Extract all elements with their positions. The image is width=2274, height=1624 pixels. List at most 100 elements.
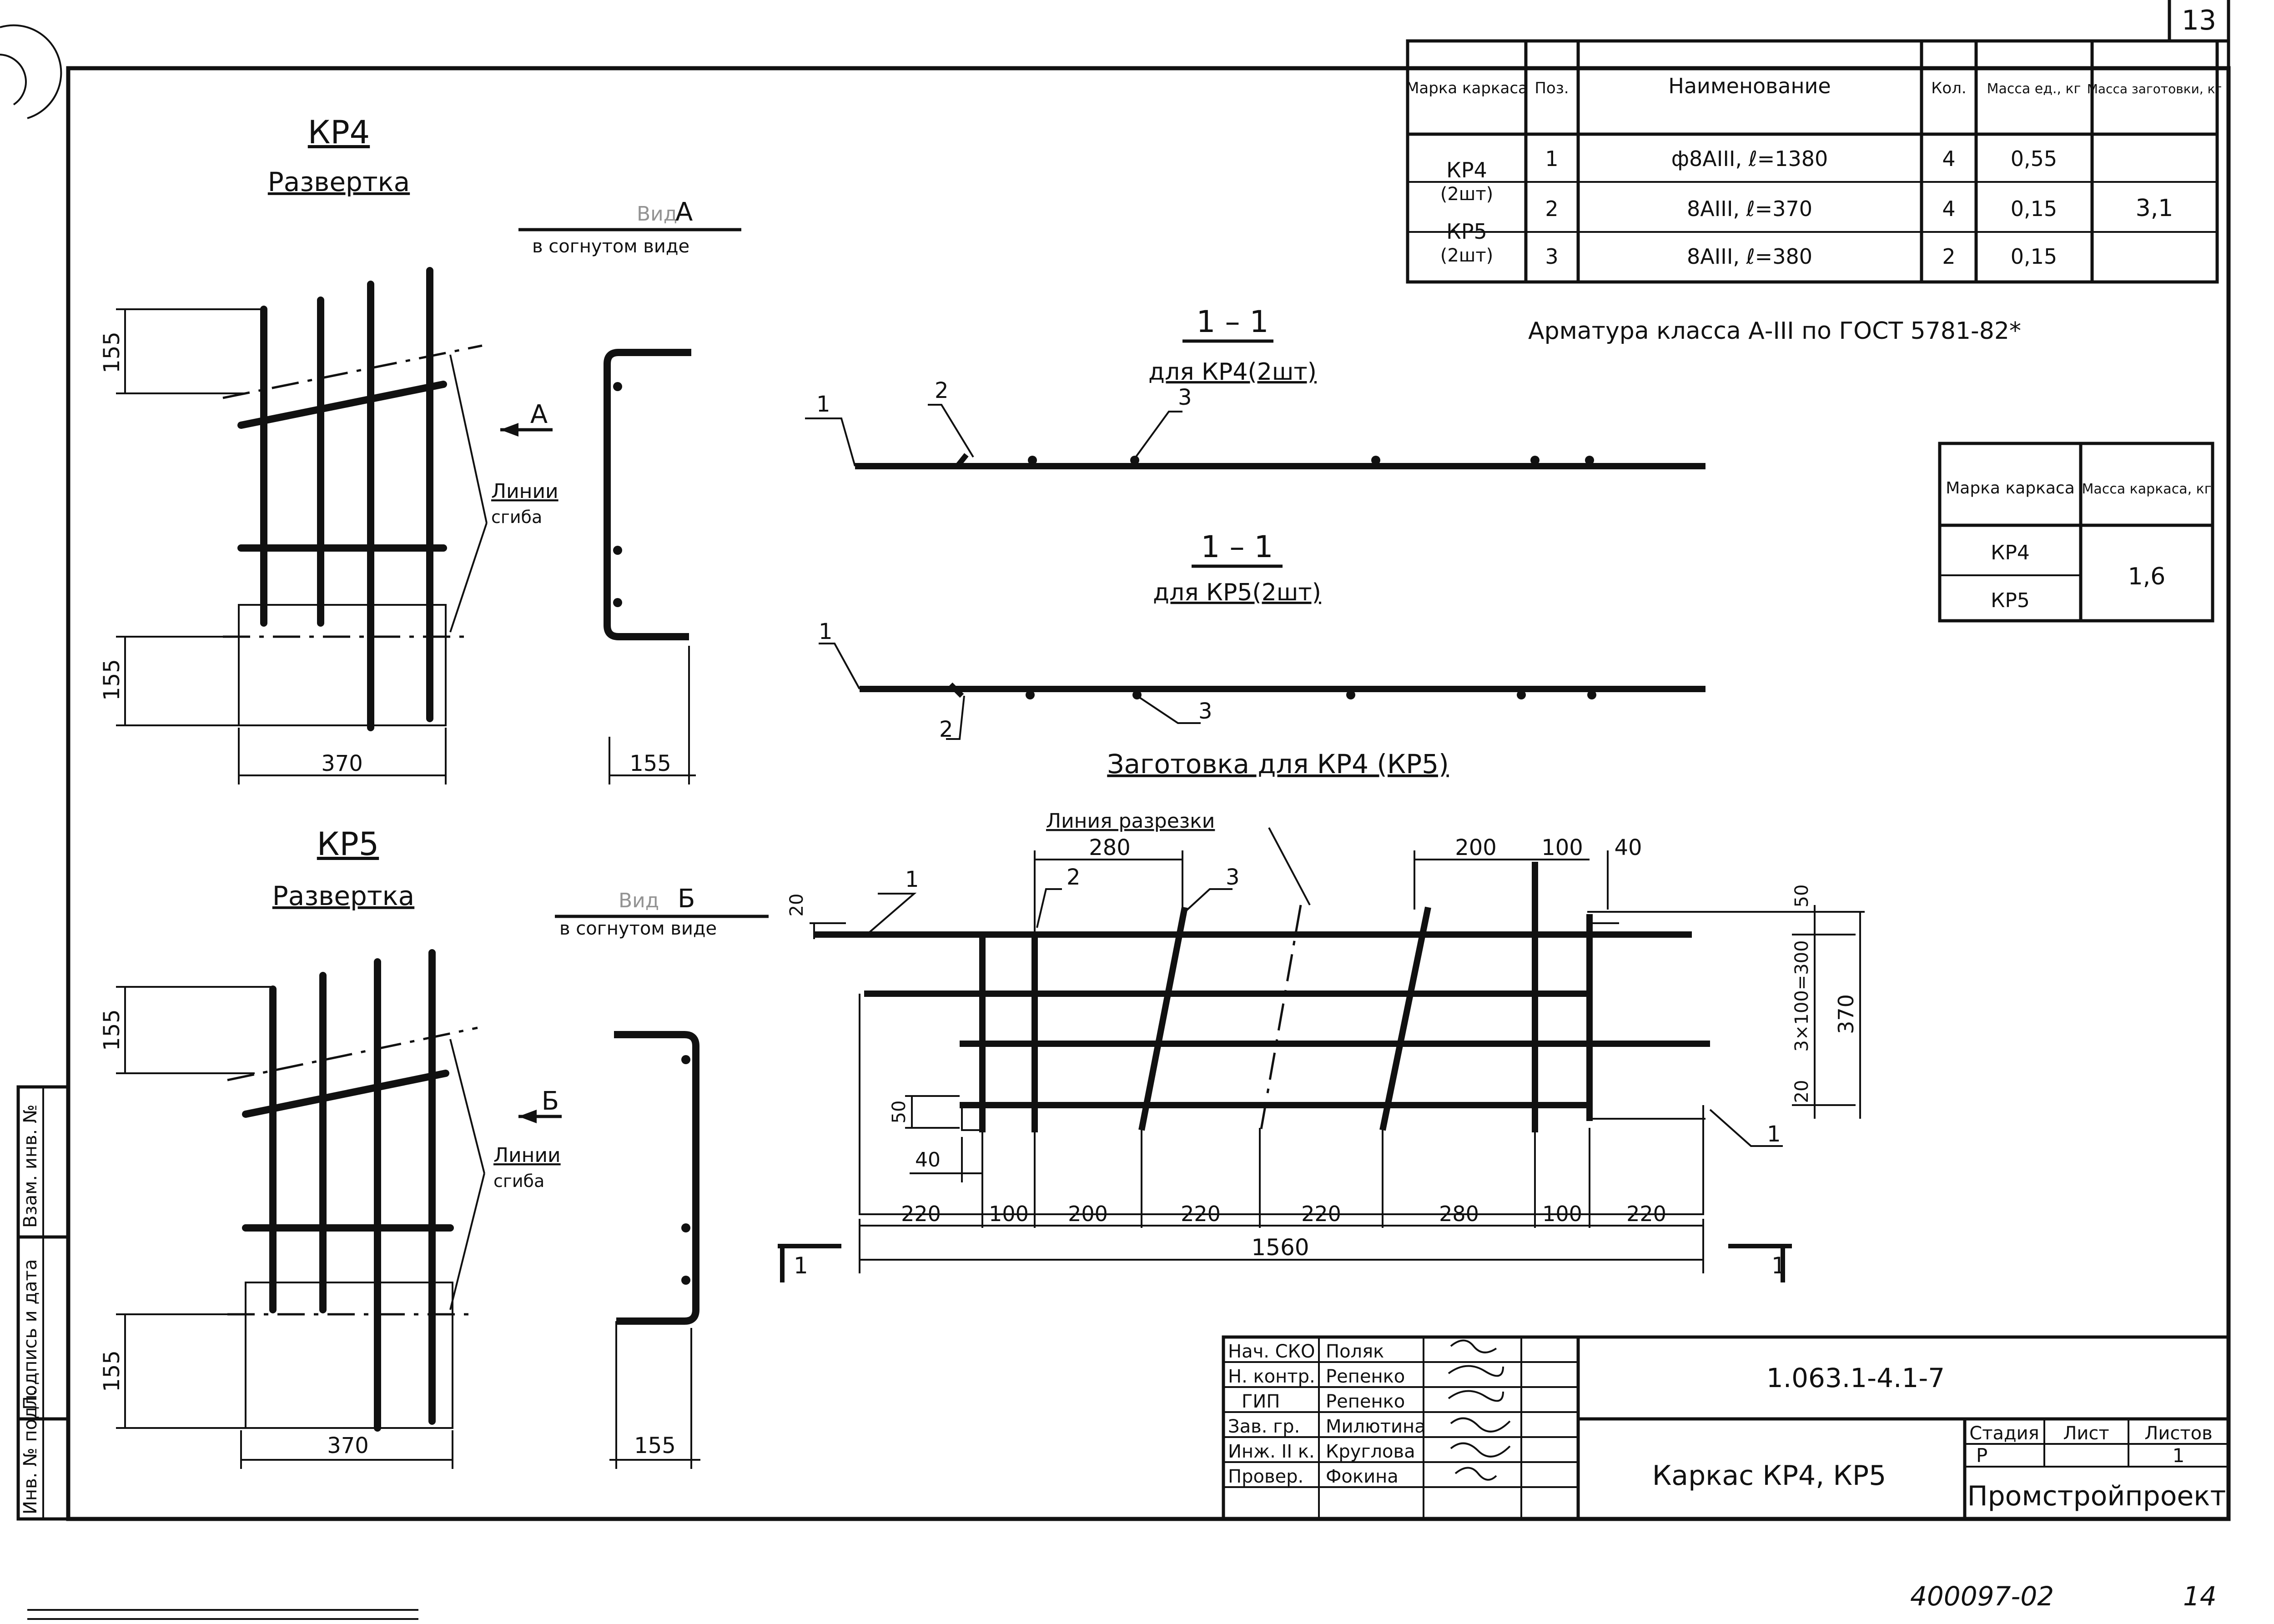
spec-header-pos: Поз. [1534, 79, 1569, 97]
blank-cut-line: Линия разрезки [1046, 809, 1215, 833]
sheet-frame [27, 0, 2231, 1620]
blank-dimensions [778, 850, 1865, 1282]
blank-section-mark-right: 1 [1771, 1252, 1786, 1279]
section-kr5-pos1: 1 [819, 619, 833, 644]
tb-role-1: Нач. СКО [1228, 1341, 1315, 1362]
tb-stage: Р [1976, 1444, 1987, 1467]
tb-doc-code: 1.063.1-4.1-7 [1766, 1363, 1945, 1393]
spec-row1-pos: 1 [1545, 146, 1558, 171]
section-kr4-pos3: 3 [1178, 385, 1192, 410]
tb-sheets-label: Листов [2144, 1423, 2212, 1444]
section-kr5-title: 1 – 1 [1201, 529, 1273, 564]
section-kr4-drawing [805, 404, 1706, 469]
kr5-bend-label-1: Линии [493, 1144, 561, 1167]
section-kr4-pos1: 1 [816, 392, 830, 417]
mass-header-mark: Марка каркаса [1946, 479, 2075, 498]
blank-dim-bottom-4: 220 [1181, 1202, 1221, 1226]
spec-row1-name: ф8АIII, ℓ=1380 [1671, 146, 1828, 171]
kr5-razvertka: Развертка [272, 880, 414, 911]
tb-role-5: Инж. II к. [1228, 1441, 1315, 1462]
tb-name-5: Круглова [1326, 1441, 1415, 1462]
kr4-view-arrow-head [500, 423, 518, 437]
kr5-arrow-letter: Б [542, 1086, 559, 1116]
kr4-dimensions [116, 308, 447, 784]
blank-dim-200-top: 200 [1455, 835, 1497, 860]
blank-pos3: 3 [1226, 865, 1240, 890]
kr4-dim-top: 155 [99, 332, 125, 373]
blank-dim-40-top: 40 [1614, 835, 1642, 860]
tb-name-4: Милютина [1326, 1416, 1426, 1437]
section-kr5-pos2: 2 [939, 717, 953, 742]
kr4-view-sub: в согнутом виде [532, 236, 689, 257]
spec-header-mark: Марка каркаса [1406, 79, 1528, 97]
side-stamp-sign: Подпись и дата [20, 1259, 41, 1410]
blank-dim-370: 370 [1834, 994, 1858, 1034]
tb-sheets: 1 [2173, 1444, 2185, 1467]
tb-org: Промстройпроект [1967, 1480, 2226, 1512]
blank-dim-20-right: 20 [1791, 1080, 1812, 1103]
blank-dim-bottom-8: 220 [1626, 1202, 1666, 1226]
kr5-view-sub: в согнутом виде [559, 918, 717, 939]
blank-pos2: 2 [1067, 865, 1081, 890]
blank-section-mark-left: 1 [794, 1252, 808, 1279]
side-stamp [16, 1085, 70, 1521]
tb-name-2: Репенко [1326, 1366, 1405, 1387]
tb-name-3: Репенко [1326, 1391, 1405, 1412]
spec-header-name: Наименование [1668, 74, 1831, 98]
blank-pos1-bottom: 1 [1767, 1121, 1781, 1147]
section-kr5-subtitle: для КР5(2шт) [1153, 579, 1321, 606]
mass-table [1938, 442, 2214, 623]
kr5-bend-label-2: сгиба [493, 1171, 544, 1191]
blank-dim-280-top: 280 [1089, 835, 1131, 860]
kr5-dim-top: 155 [99, 1009, 125, 1051]
spec-mark-3: КР5 [1446, 219, 1487, 244]
blank-dim-bottom-6: 280 [1439, 1202, 1479, 1226]
tb-role-3: ГИП [1242, 1391, 1280, 1412]
spec-row3-pos: 3 [1545, 244, 1558, 269]
blank-outline [859, 914, 1706, 1215]
kr5-view-prefix: Вид [619, 889, 659, 912]
blank-dim-20-top: 20 [786, 894, 807, 917]
kr4-unfolded-bars [222, 267, 488, 731]
spec-row2-name: 8АIII, ℓ=370 [1687, 196, 1812, 221]
blank-title: Заготовка для КР4 (КР5) [1107, 749, 1449, 779]
blank-dim-total: 1560 [1251, 1234, 1309, 1261]
spec-blank-mass: 3,1 [2136, 195, 2173, 222]
blank-dim-100-top: 100 [1541, 835, 1583, 860]
blank-dim-bottom-5: 220 [1301, 1202, 1341, 1226]
corner-stamp [0, 24, 62, 119]
kr5-dim-bottom: 155 [99, 1350, 125, 1392]
kr5-dim-profile: 155 [634, 1433, 676, 1458]
kr5-view-arrow-head [518, 1110, 537, 1123]
kr4-bend-label-1: Линии [491, 480, 558, 503]
blank-pos1: 1 [905, 867, 919, 892]
kr4-dim-width: 370 [321, 751, 363, 776]
section-kr5-drawing [819, 643, 1706, 740]
kr5-bent-profile [609, 1031, 700, 1469]
spec-row1-mass: 0,55 [2011, 146, 2057, 171]
section-kr5-pos3: 3 [1198, 699, 1212, 724]
spec-row2-pos: 2 [1545, 196, 1558, 221]
footer-page-number: 14 [2183, 1581, 2217, 1612]
spec-mark-4: (2шт) [1440, 245, 1494, 266]
tb-sheet-label: Лист [2063, 1423, 2109, 1444]
tb-role-4: Зав. гр. [1228, 1416, 1300, 1437]
kr4-bend-label-2: сгиба [491, 507, 542, 527]
kr4-bent-profile [604, 349, 696, 784]
spec-header-blank-mass: Масса заготовки, кг [2087, 81, 2222, 96]
kr4-razvertka: Развертка [268, 166, 410, 197]
spec-row3-qty: 2 [1942, 244, 1955, 269]
spec-row3-mass: 0,15 [2011, 244, 2057, 269]
kr5-unfolded-bars [227, 949, 485, 1432]
section-kr4-subtitle: для КР4(2шт) [1148, 358, 1317, 386]
mass-row-kr4: КР4 [1991, 541, 2030, 564]
mass-value: 1,6 [2128, 563, 2166, 590]
spec-row3-name: 8АIII, ℓ=380 [1687, 244, 1812, 269]
blank-dim-bottom-2: 100 [989, 1202, 1029, 1226]
blank-dim-3x100: 3×100=300 [1791, 940, 1812, 1051]
kr4-view-letter: А [675, 197, 693, 227]
spec-row2-mass: 0,15 [2011, 196, 2057, 221]
blank-dim-50-left: 50 [889, 1101, 910, 1124]
spec-row1-qty: 4 [1942, 146, 1955, 171]
tb-stage-label: Стадия [1969, 1423, 2039, 1444]
